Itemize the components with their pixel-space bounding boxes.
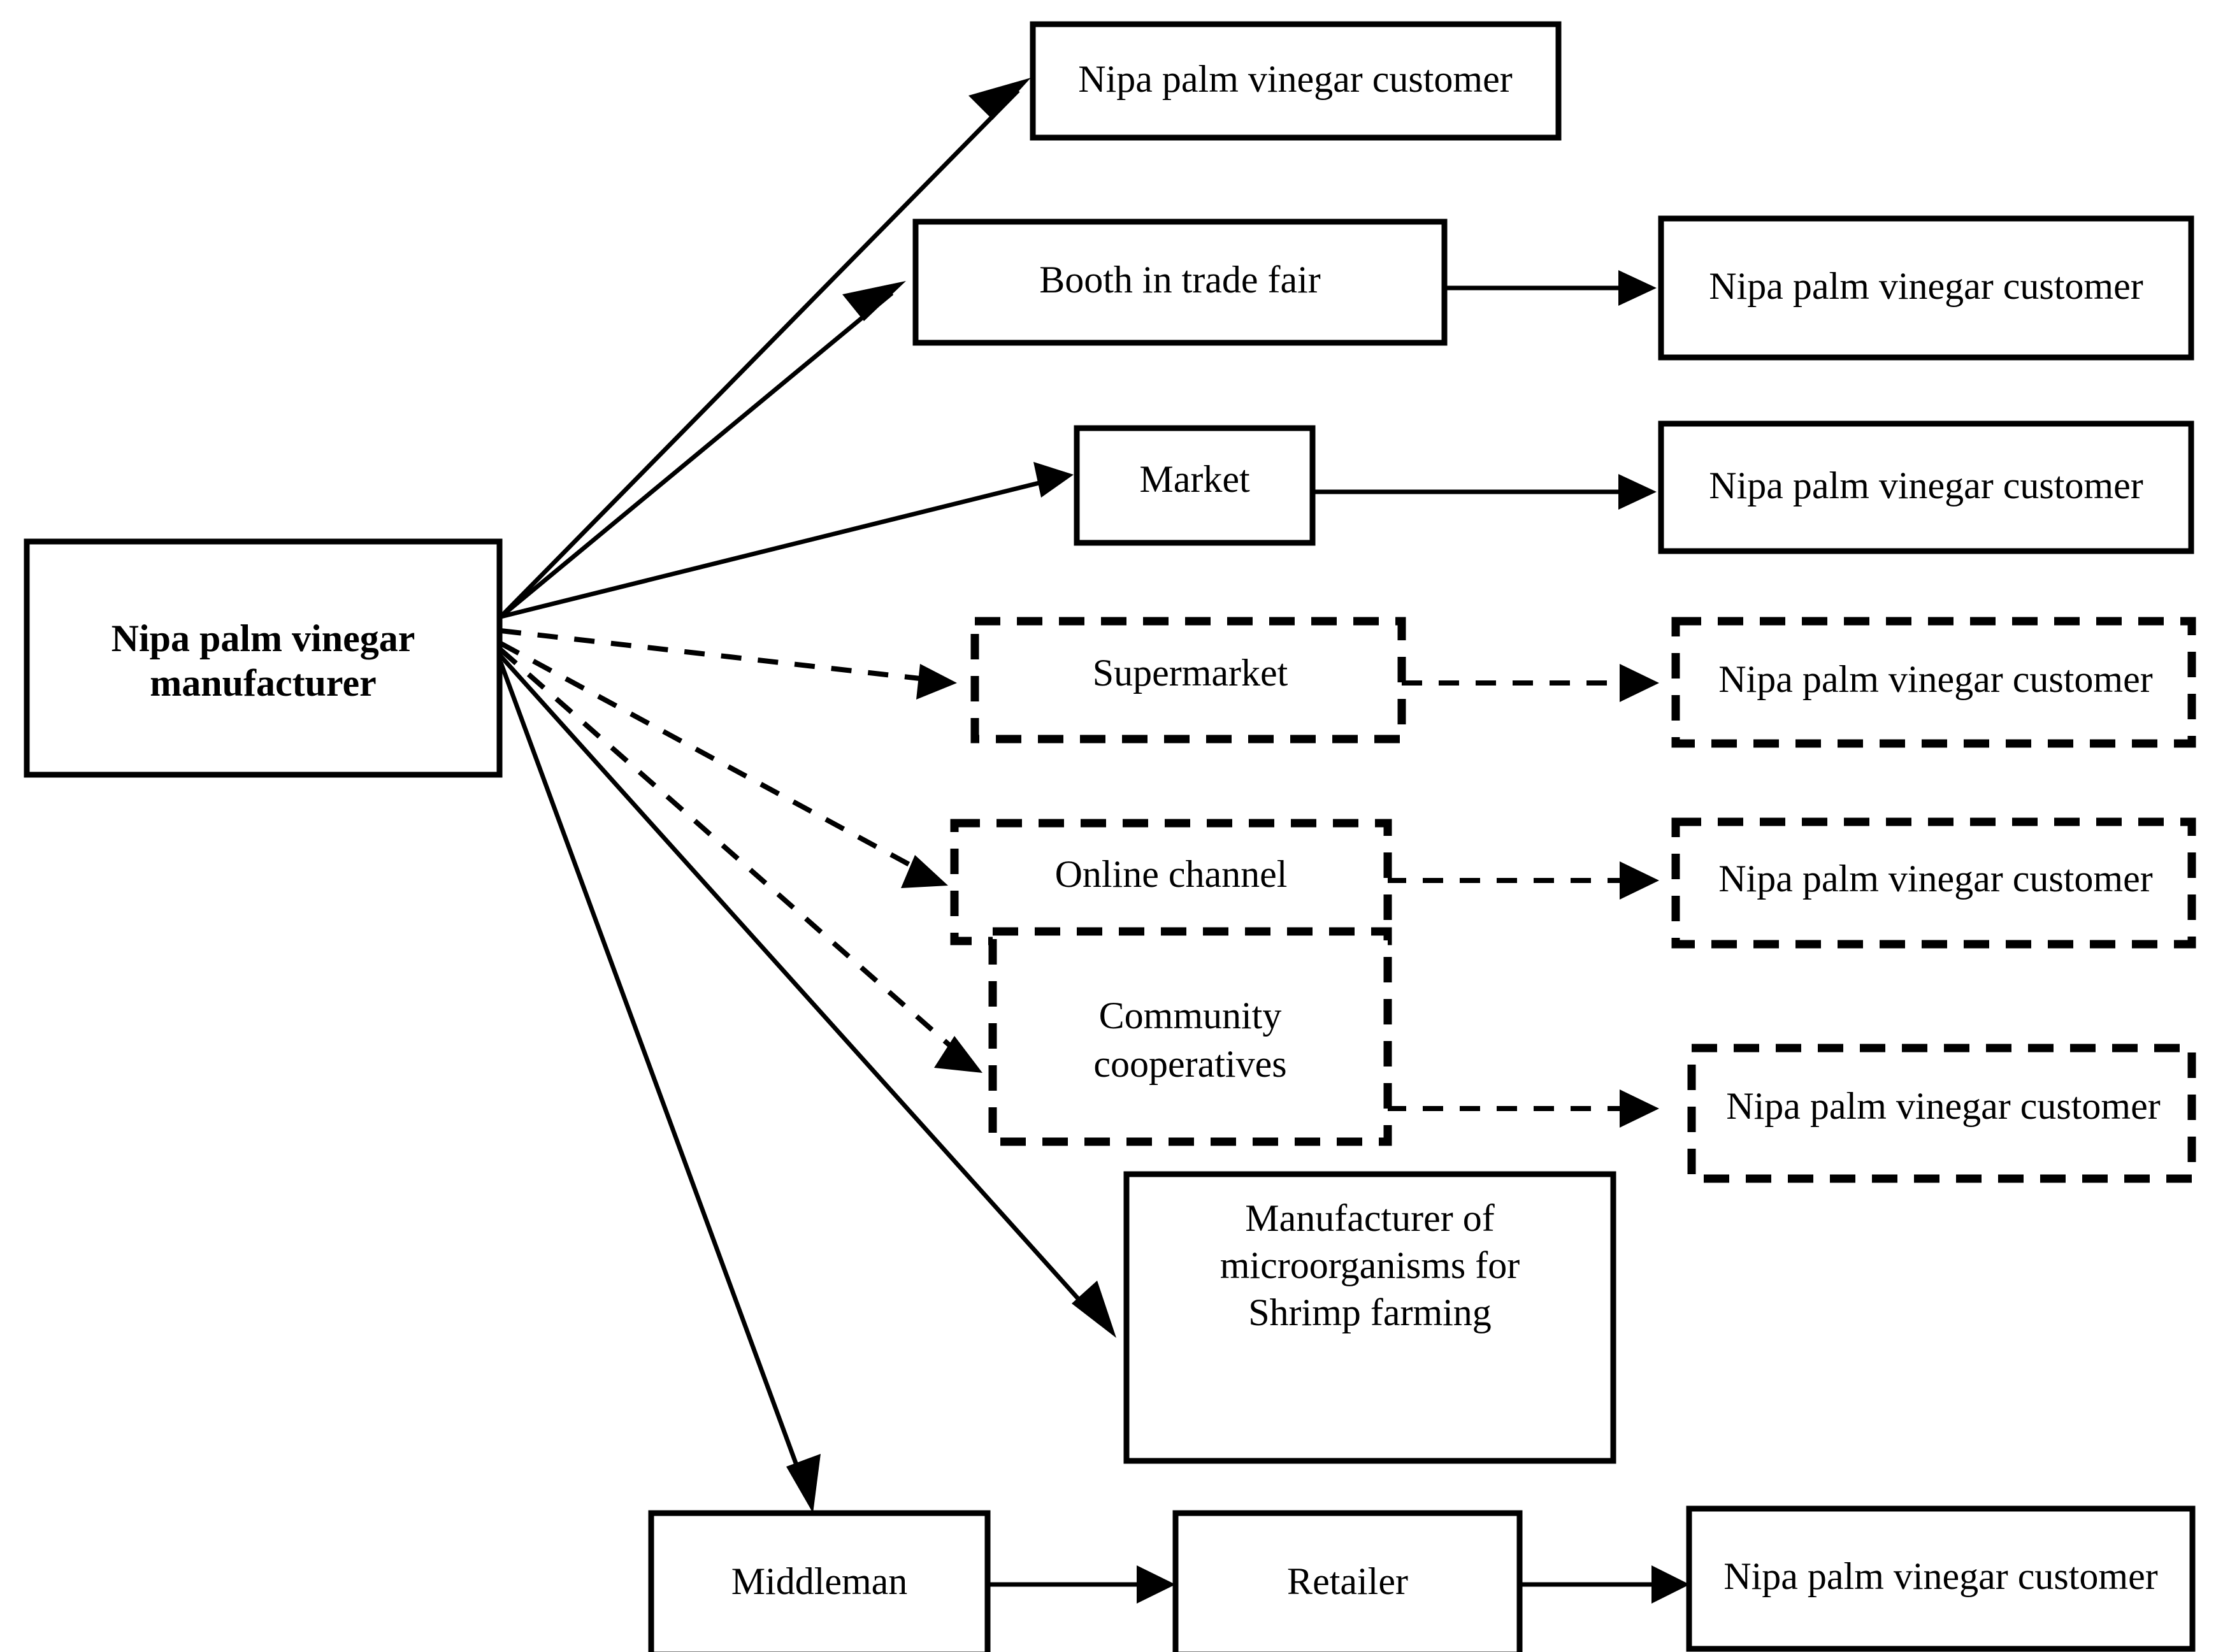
edge-community-cooperatives-to-customer: [1386, 1089, 1659, 1128]
edge-manufacturer-to-middleman: [498, 661, 821, 1513]
node-booth-in-trade-fair-label: Booth in trade fair: [1039, 259, 1321, 301]
node-customer-booth-label: Nipa palm vinegar customer: [1709, 265, 2143, 307]
node-customer-retailer[interactable]: Nipa palm vinegar customer: [1686, 1505, 2196, 1652]
edge-manufacturer-to-online-channel: [500, 641, 948, 888]
node-customer-direct-label: Nipa palm vinegar customer: [1078, 58, 1512, 100]
node-middleman-label: Middleman: [731, 1560, 908, 1602]
edge-manufacturer-to-booth: [499, 281, 906, 619]
node-community-cooperatives[interactable]: Community cooperatives: [988, 927, 1392, 1146]
edge-manufacturer-to-customer-direct: [499, 78, 1031, 619]
node-booth-in-trade-fair[interactable]: Booth in trade fair: [912, 219, 1448, 346]
node-customer-supermarket-label: Nipa palm vinegar customer: [1718, 658, 2152, 700]
node-customer-cooperatives-label: Nipa palm vinegar customer: [1726, 1085, 2160, 1127]
edge-market-to-customer: [1313, 474, 1657, 510]
edge-manufacturer-to-supermarket: [500, 628, 957, 700]
node-customer-booth[interactable]: Nipa palm vinegar customer: [1658, 215, 2194, 361]
node-community-cooperatives-label-line2: cooperatives: [1093, 1043, 1286, 1085]
node-customer-supermarket[interactable]: Nipa palm vinegar customer: [1671, 617, 2196, 748]
edge-booth-to-customer: [1446, 270, 1657, 306]
node-customer-online[interactable]: Nipa palm vinegar customer: [1671, 817, 2196, 949]
node-shrimp-manufacturer-label-line3: Shrimp farming: [1248, 1291, 1492, 1333]
node-customer-cooperatives[interactable]: Nipa palm vinegar customer: [1687, 1044, 2196, 1183]
node-market-label: Market: [1139, 458, 1250, 500]
node-online-channel[interactable]: Online channel: [950, 819, 1392, 945]
node-shrimp-manufacturer-label-line1: Manufacturer of: [1245, 1197, 1494, 1239]
edge-online-channel-to-customer: [1386, 861, 1659, 900]
node-retailer-label: Retailer: [1287, 1560, 1408, 1602]
node-customer-online-label: Nipa palm vinegar customer: [1718, 858, 2152, 900]
edge-supermarket-to-customer: [1402, 664, 1659, 702]
node-customer-retailer-label: Nipa palm vinegar customer: [1723, 1555, 2157, 1597]
node-retailer[interactable]: Retailer: [1172, 1510, 1523, 1652]
edge-manufacturer-to-community-cooperatives: [499, 647, 982, 1073]
node-community-cooperatives-label-line1: Community: [1099, 995, 1282, 1037]
node-middleman[interactable]: Middleman: [648, 1510, 991, 1652]
edge-retailer-to-customer: [1518, 1565, 1690, 1604]
node-shrimp-microorganism-manufacturer[interactable]: Manufacturer of microorganisms for Shrim…: [1123, 1171, 1616, 1464]
node-manufacturer-label-line2: manufacturer: [150, 662, 377, 704]
node-shrimp-manufacturer-label-line2: microorganisms for: [1220, 1244, 1520, 1286]
node-customer-market[interactable]: Nipa palm vinegar customer: [1658, 420, 2194, 554]
node-customer-market-label: Nipa palm vinegar customer: [1709, 464, 2143, 506]
node-customer-direct[interactable]: Nipa palm vinegar customer: [1030, 21, 1562, 141]
node-market[interactable]: Market: [1074, 425, 1316, 546]
node-supermarket-label: Supermarket: [1093, 652, 1288, 694]
node-supermarket[interactable]: Supermarket: [970, 617, 1406, 743]
edge-manufacturer-to-market: [500, 462, 1074, 619]
node-manufacturer[interactable]: Nipa palm vinegar manufacturer: [24, 538, 503, 778]
edge-middleman-to-retailer: [984, 1565, 1176, 1604]
edge-manufacturer-to-shrimp-manufacturer: [499, 654, 1116, 1338]
node-manufacturer-label-line1: Nipa palm vinegar: [112, 617, 415, 659]
node-online-channel-label: Online channel: [1055, 853, 1288, 895]
